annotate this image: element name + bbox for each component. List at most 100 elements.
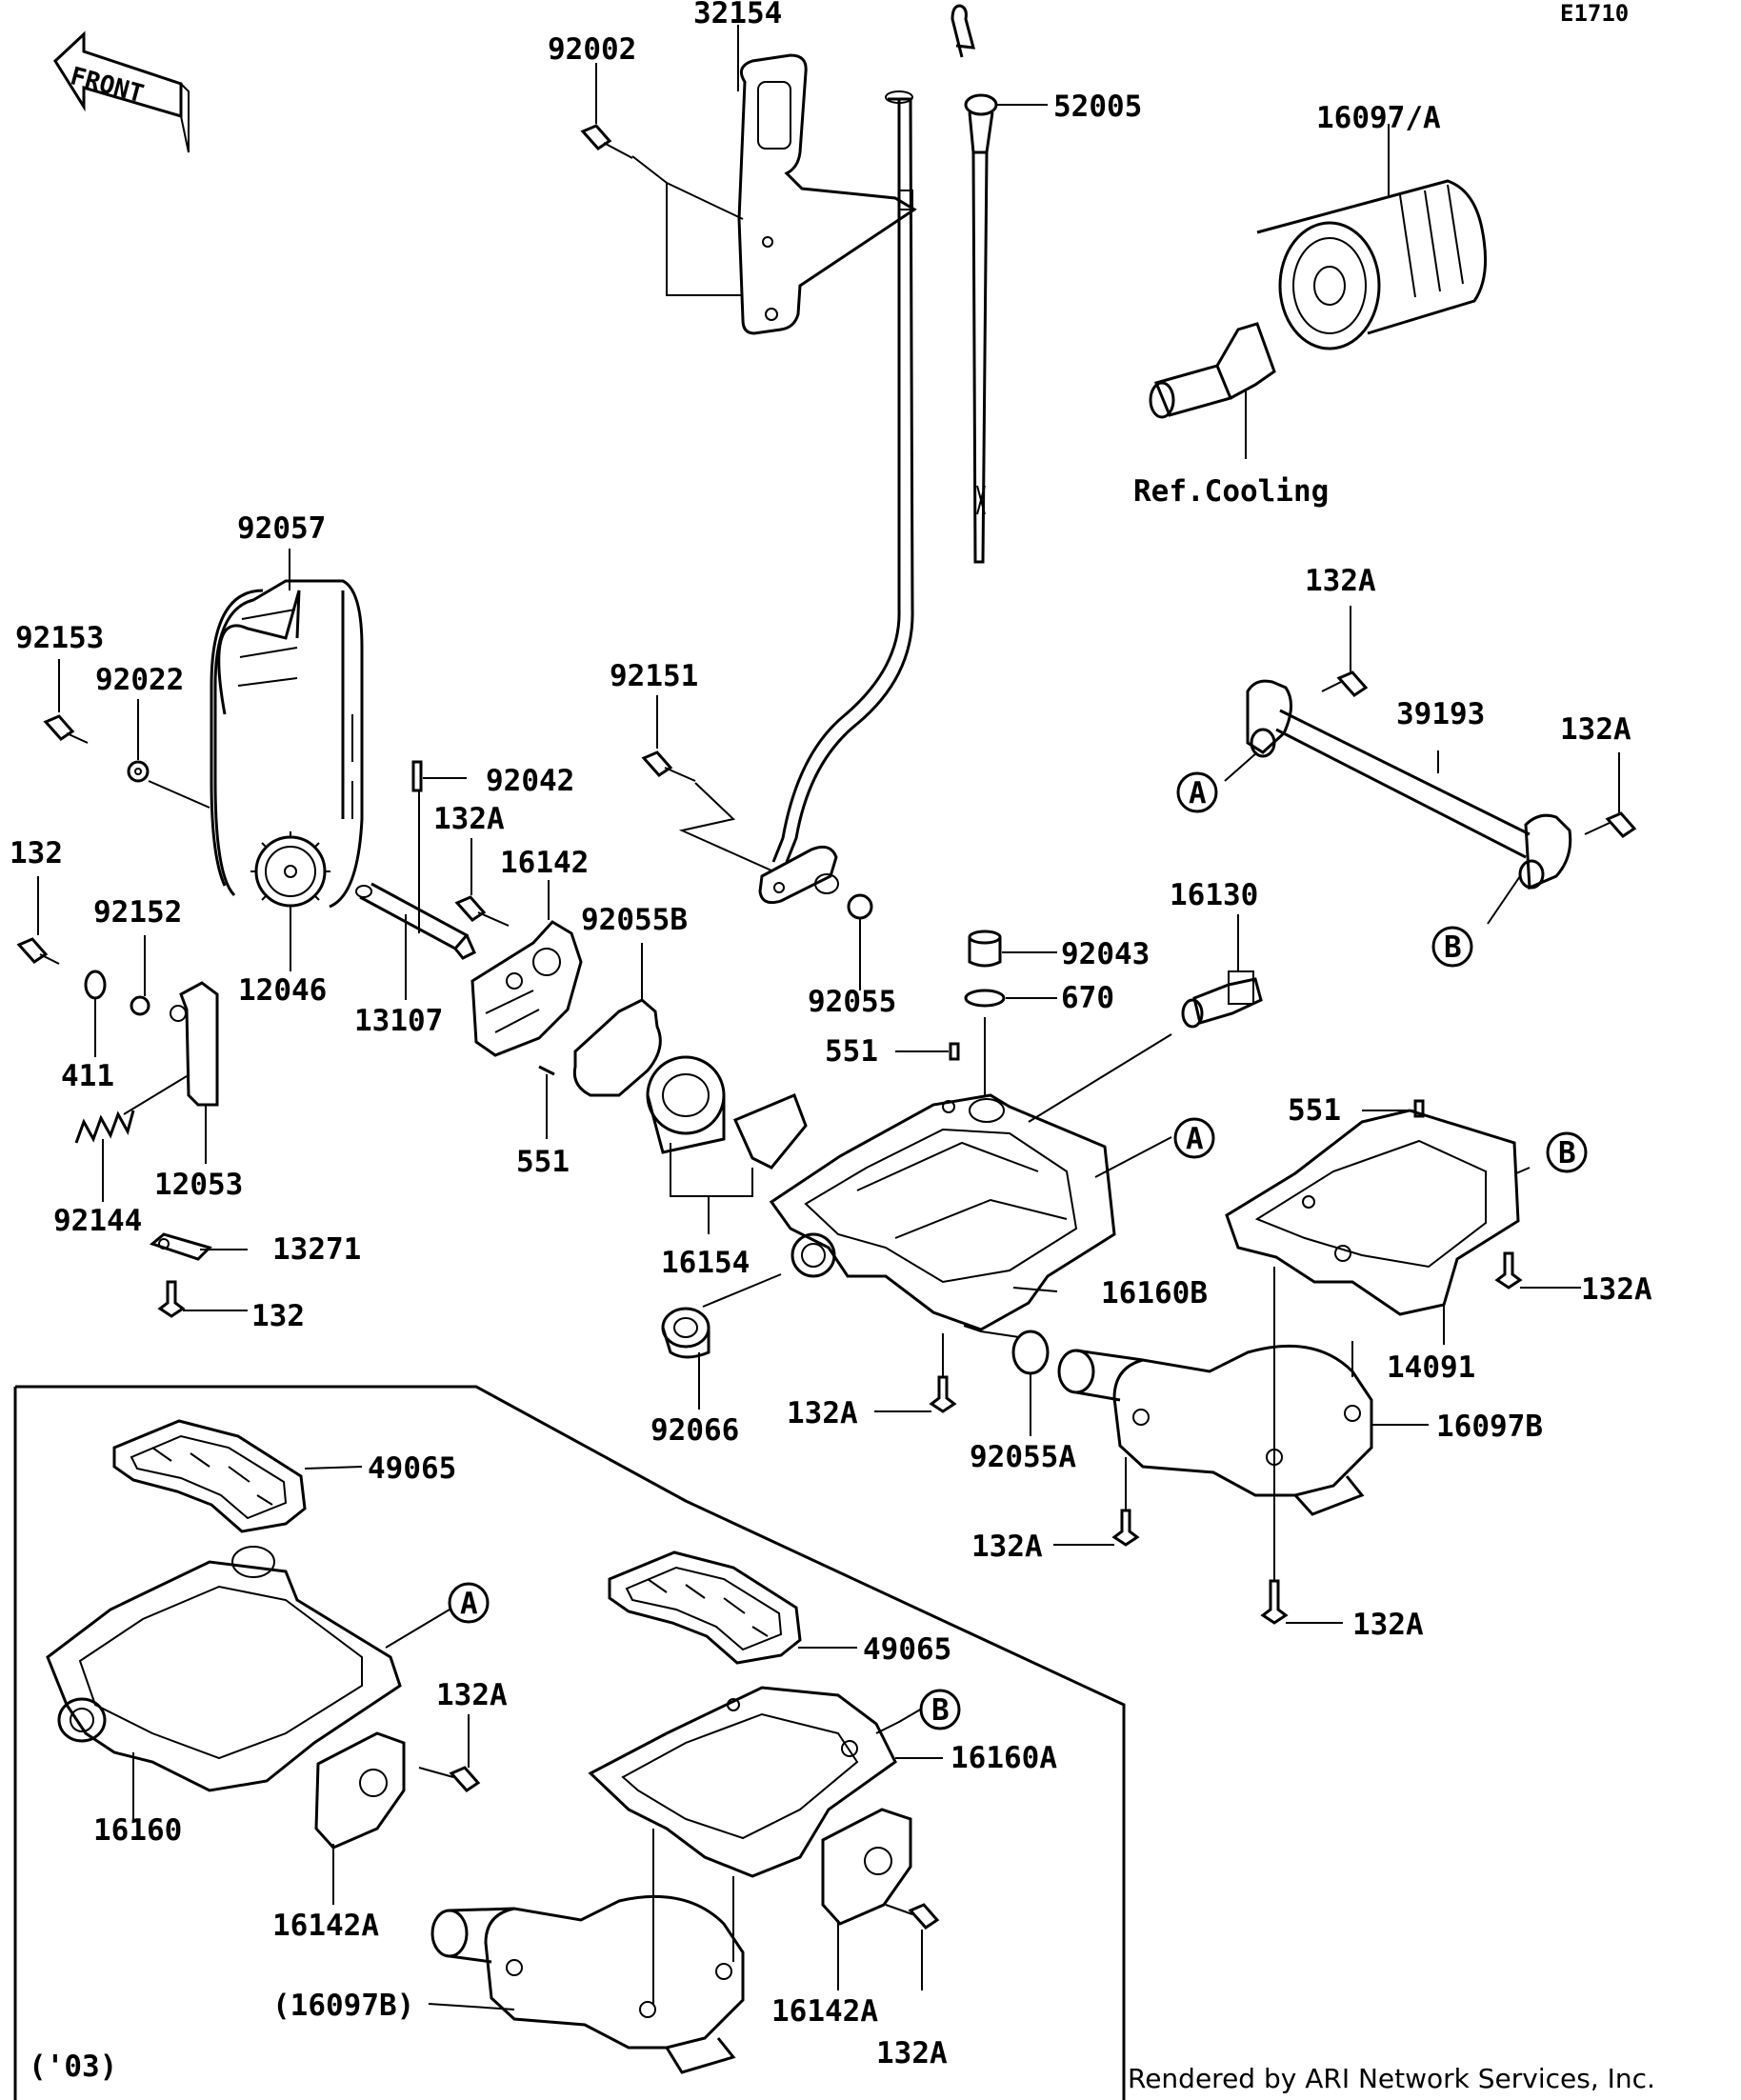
label-670: 670 <box>1061 981 1114 1015</box>
label-16097A: 16097/A <box>1316 101 1441 135</box>
label-92144: 92144 <box>53 1204 142 1238</box>
bolt-132A-pipe-right <box>1584 811 1637 838</box>
variant-note: ('03) <box>29 2050 117 2084</box>
svg-text:B: B <box>1558 1136 1576 1170</box>
label-16142: 16142 <box>500 846 589 880</box>
front-arrow-icon: FRONT <box>53 30 190 153</box>
label-132A-pipe-top: 132A <box>1305 564 1376 598</box>
label-92055A: 92055A <box>970 1440 1076 1474</box>
label-132A-strainer-long: 132A <box>1352 1608 1424 1642</box>
oil-filter <box>1256 179 1488 350</box>
drive-chain <box>210 579 364 909</box>
plate-13271 <box>149 1232 212 1261</box>
svg-text:B: B <box>1444 930 1462 965</box>
label-52005: 52005 <box>1053 90 1142 124</box>
label-92057: 92057 <box>237 511 326 546</box>
label-16097B: 16097B <box>1436 1410 1543 1444</box>
bolt-92153 <box>43 714 89 744</box>
bolt-132A-pan <box>929 1375 957 1413</box>
label-132A-pipe-right: 132A <box>1560 712 1631 747</box>
callout-A-inset: A <box>448 1582 490 1624</box>
label-92153: 92153 <box>15 621 104 655</box>
dipstick-tube <box>771 90 914 863</box>
nut-92152 <box>130 995 150 1016</box>
label-49065-right: 49065 <box>863 1632 951 1667</box>
pin-551-pan <box>949 1042 960 1061</box>
credit-text: Rendered by ARI Network Services, Inc. <box>1128 2063 1655 2094</box>
label-39193: 39193 <box>1396 697 1485 731</box>
bolt-132A-plate <box>1494 1251 1523 1290</box>
gasket-92055B <box>572 998 662 1097</box>
bolt-132A-inset-left <box>418 1766 481 1792</box>
chain-tensioner <box>170 981 219 1107</box>
label-551-pump: 551 <box>516 1145 570 1179</box>
oil-pump-16142A-left <box>314 1731 406 1850</box>
label-132A-plate: 132A <box>1581 1272 1652 1307</box>
label-13107: 13107 <box>354 1004 443 1038</box>
o-ring-92055 <box>847 893 873 920</box>
label-551-pan: 551 <box>825 1034 878 1069</box>
label-14091: 14091 <box>1387 1350 1475 1385</box>
bolt-132-bottom <box>157 1280 186 1318</box>
label-16142A-right: 16142A <box>771 1994 878 2029</box>
label-16130: 16130 <box>1170 878 1258 912</box>
bolt-92151 <box>641 750 696 782</box>
tube-flange <box>758 845 839 905</box>
variant-inset-frame <box>13 1385 1126 2100</box>
label-411: 411 <box>61 1059 114 1093</box>
oil-pan-16160B <box>769 1093 1116 1331</box>
label-92151: 92151 <box>610 659 698 693</box>
label-92022: 92022 <box>95 663 184 697</box>
spring-92144 <box>74 1110 135 1144</box>
strainer-screen-right <box>608 1550 802 1665</box>
label-12046: 12046 <box>238 973 327 1008</box>
label-551-plate: 551 <box>1288 1093 1341 1128</box>
label-92055B: 92055B <box>581 903 688 937</box>
bolt-92002 <box>580 124 633 159</box>
label-92066: 92066 <box>650 1413 739 1448</box>
diagram-code: E1710 <box>1560 0 1629 27</box>
sleeve-92043 <box>968 930 1002 968</box>
label-16142A-left: 16142A <box>272 1909 379 1943</box>
callout-B-inset: B <box>919 1689 961 1730</box>
dipstick <box>951 4 998 564</box>
dipstick-bracket <box>737 53 917 335</box>
label-132A-pump: 132A <box>433 802 505 836</box>
filter-nipple <box>1149 322 1276 419</box>
strainer-screen-left <box>112 1419 307 1533</box>
label-16160A: 16160A <box>951 1741 1057 1775</box>
pump-rotor <box>646 1055 808 1170</box>
callout-A-pan: A <box>1173 1117 1215 1159</box>
svg-text:A: A <box>1189 776 1207 810</box>
oil-pump-16142A-right <box>821 1808 912 1926</box>
pin-551-pump <box>538 1065 555 1076</box>
label-132-top: 132 <box>10 836 63 870</box>
label-13271: 13271 <box>272 1232 361 1267</box>
label-132A-strainer-left: 132A <box>971 1530 1043 1564</box>
label-132A-inset-left: 132A <box>436 1678 508 1712</box>
oil-strainer-16097B <box>1057 1344 1373 1516</box>
label-12053: 12053 <box>154 1168 243 1202</box>
sprocket <box>250 831 330 911</box>
callout-A-pipe: A <box>1176 771 1218 813</box>
label-92043: 92043 <box>1061 937 1150 971</box>
label-92042: 92042 <box>486 764 574 798</box>
label-132A-pan: 132A <box>787 1396 858 1430</box>
label-49065-left: 49065 <box>368 1451 456 1486</box>
oil-pump-body <box>470 920 583 1057</box>
collar-92066 <box>661 1307 710 1359</box>
bolt-132A-pipe-top <box>1321 670 1369 697</box>
bolt-132A-strainer-long <box>1260 1579 1289 1625</box>
label-92055: 92055 <box>808 985 896 1019</box>
oil-pan-16160A <box>588 1686 897 1878</box>
washer-92022 <box>127 760 150 783</box>
callout-B-plate: B <box>1546 1131 1588 1173</box>
o-ring-92055A <box>1011 1330 1050 1375</box>
svg-text:B: B <box>931 1693 950 1728</box>
pin-92042 <box>411 760 423 792</box>
oil-pan-16160 <box>46 1546 402 1792</box>
label-16154: 16154 <box>661 1246 750 1280</box>
oil-pipe-39193 <box>1246 679 1572 890</box>
pan-plate-14091 <box>1225 1109 1520 1316</box>
